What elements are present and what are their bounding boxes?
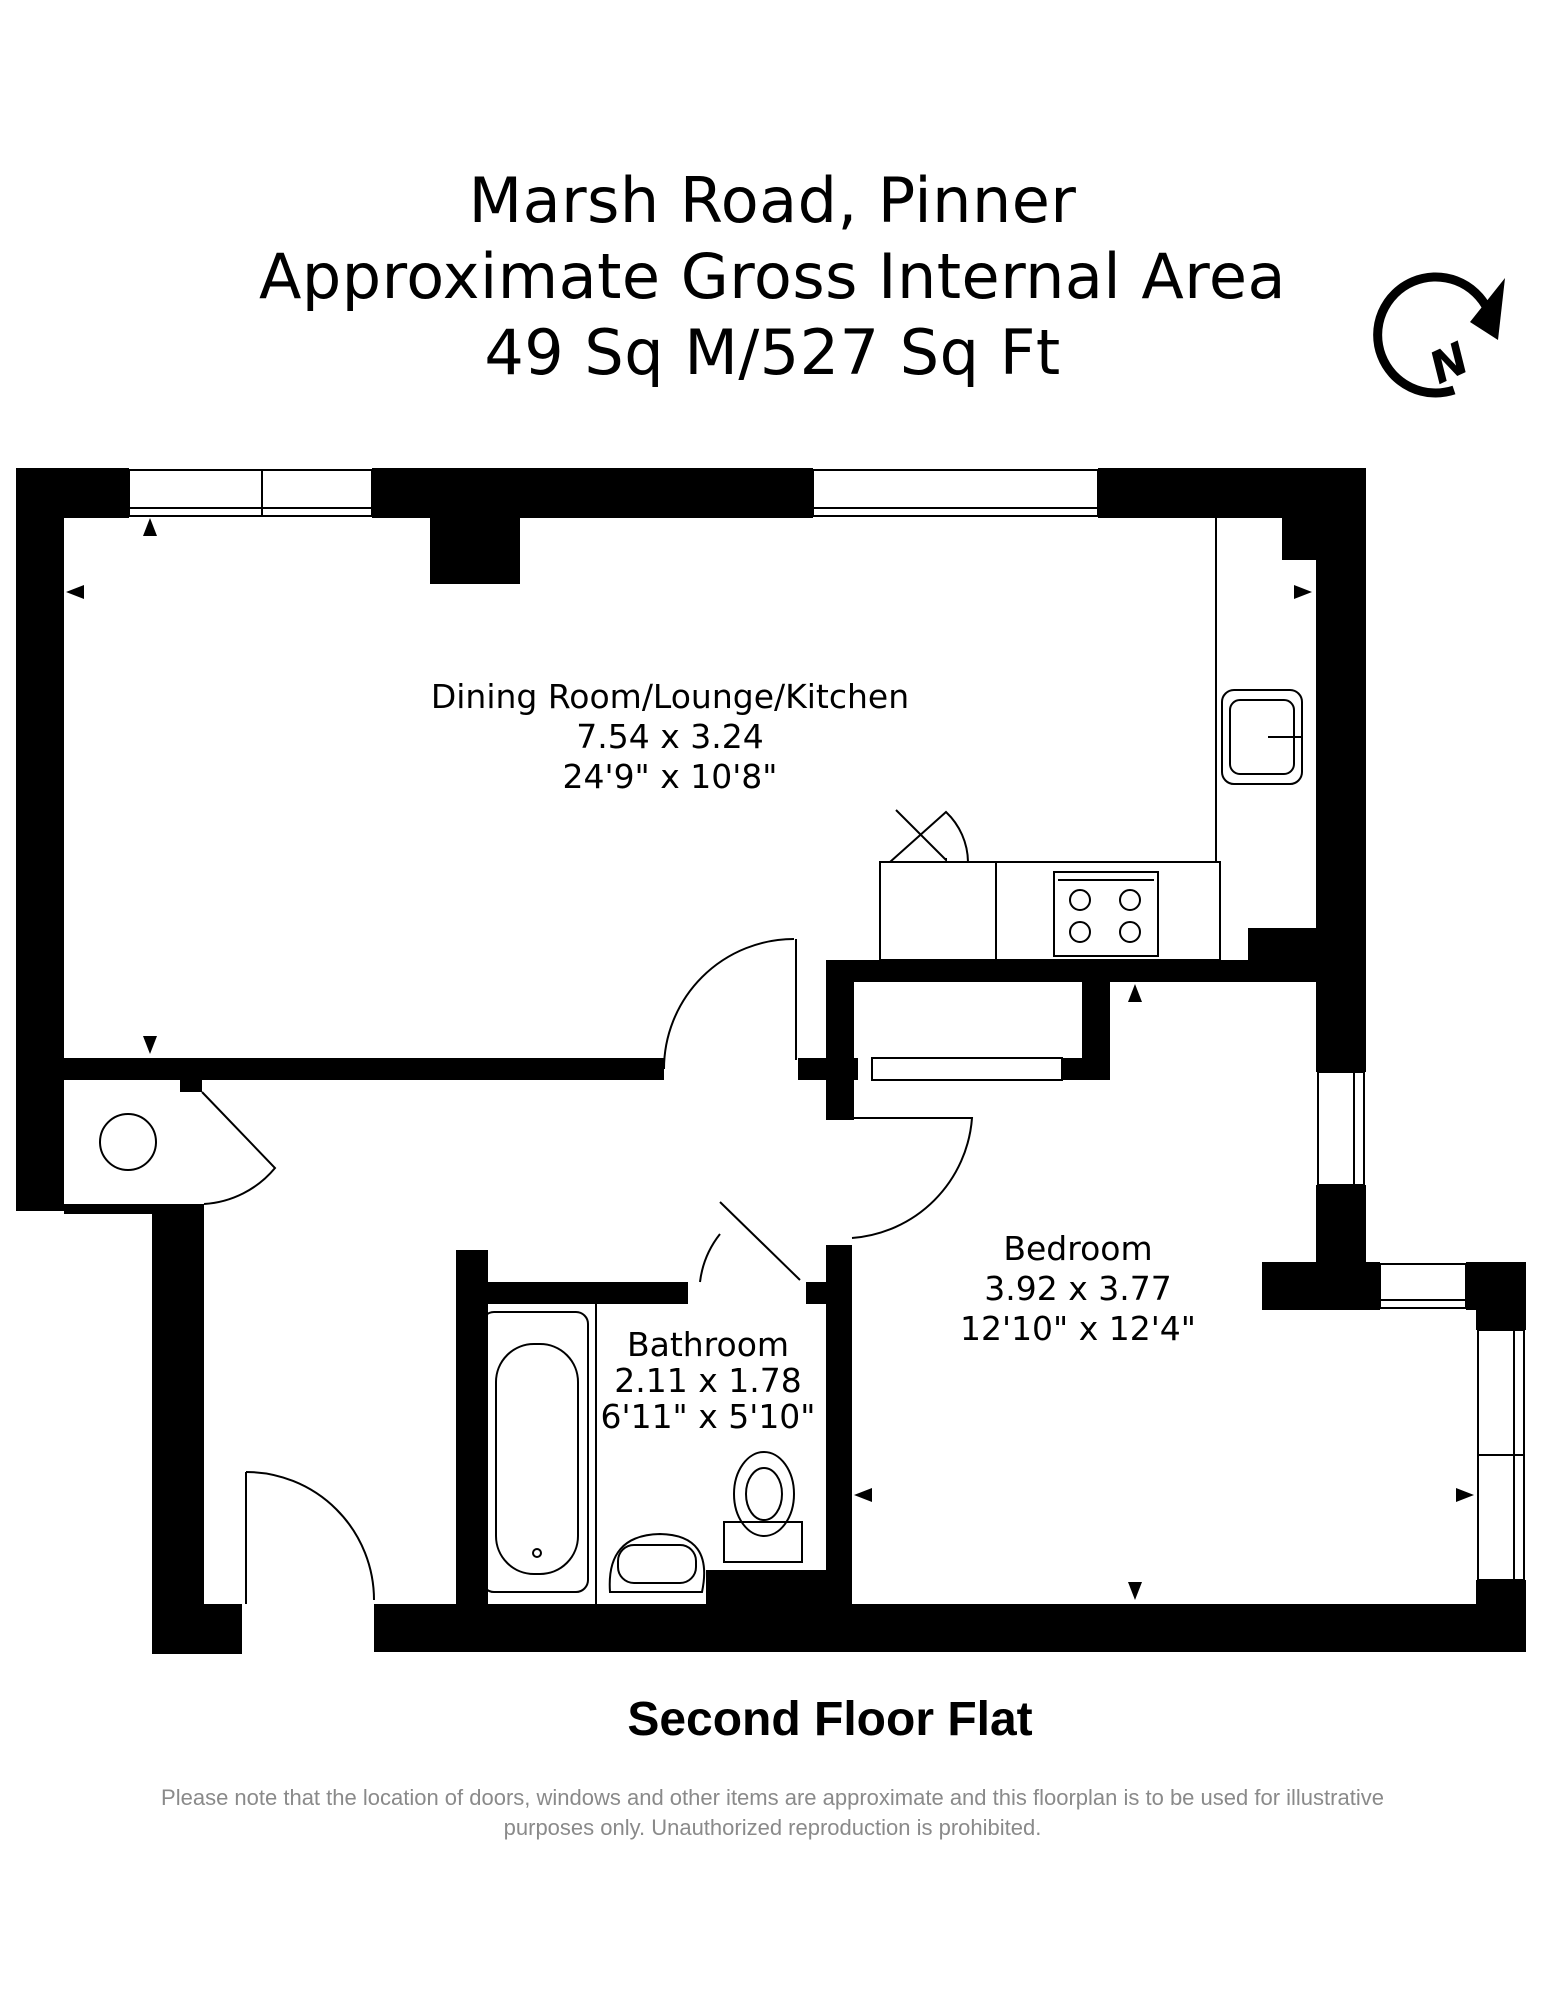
- floor-label: Second Floor Flat: [627, 1693, 1033, 1746]
- bathroom-fittings: [481, 1304, 803, 1604]
- doors: [201, 809, 974, 1604]
- bedroom-imperial: 12'10" x 12'4": [960, 1309, 1196, 1348]
- basin-icon: [608, 1532, 706, 1593]
- title-area-value: 49 Sq M/527 Sq Ft: [484, 316, 1061, 389]
- bathroom-name: Bathroom: [627, 1325, 789, 1364]
- bathroom-metric: 2.11 x 1.78: [614, 1361, 801, 1400]
- walls: [16, 468, 1526, 1654]
- bathroom-imperial: 6'11" x 5'10": [601, 1397, 816, 1436]
- windows: [128, 469, 1525, 1581]
- kitchen-fittings: [879, 518, 1303, 961]
- compass-icon: N: [1373, 272, 1505, 398]
- living-room-name: Dining Room/Lounge/Kitchen: [431, 677, 909, 716]
- sink-icon: [1221, 689, 1303, 785]
- dimension-arrows: [66, 518, 1474, 1600]
- bedroom-metric: 3.92 x 3.77: [984, 1269, 1171, 1308]
- living-room-imperial: 24'9" x 10'8": [563, 757, 778, 796]
- disclaimer-line-1: Please note that the location of doors, …: [161, 1785, 1384, 1810]
- toilet-icon: [723, 1451, 803, 1563]
- hob-icon: [1053, 871, 1159, 957]
- title-address: Marsh Road, Pinner: [468, 164, 1077, 237]
- water-tank-icon: [99, 1113, 157, 1171]
- compass-north-letter: N: [1422, 333, 1477, 395]
- title-area-caption: Approximate Gross Internal Area: [259, 240, 1286, 313]
- disclaimer-line-2: purposes only. Unauthorized reproduction…: [503, 1815, 1042, 1840]
- living-room-metric: 7.54 x 3.24: [576, 717, 763, 756]
- bedroom-name: Bedroom: [1003, 1229, 1152, 1268]
